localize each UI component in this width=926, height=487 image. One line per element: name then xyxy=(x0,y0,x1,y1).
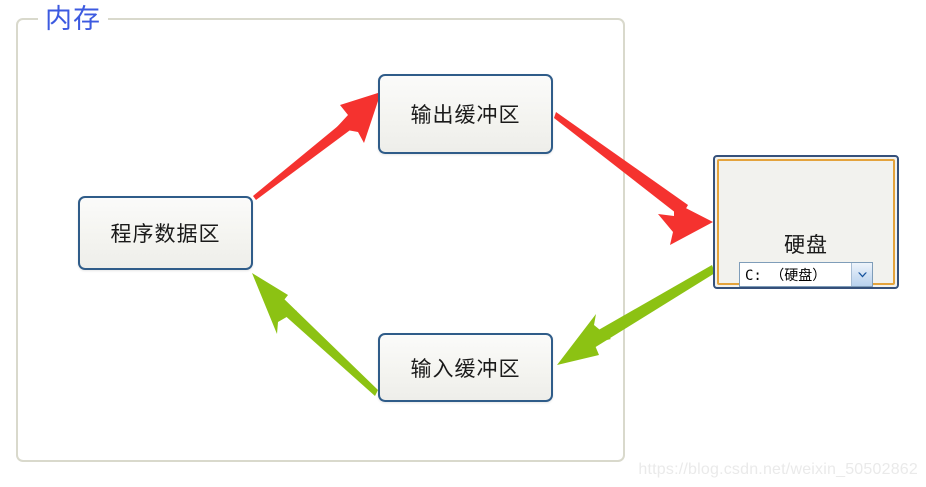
box-output-buffer-label: 输出缓冲区 xyxy=(410,104,521,127)
disk-panel-inner: 硬盘 C: （硬盘） xyxy=(717,159,895,287)
disk-panel-title: 硬盘 xyxy=(784,234,828,257)
watermark: https://blog.csdn.net/weixin_50502862 xyxy=(638,461,918,478)
memory-group-box: 内存 xyxy=(16,4,625,462)
disk-select[interactable]: C: （硬盘） xyxy=(739,262,873,287)
memory-group-title: 内存 xyxy=(38,4,108,34)
chevron-down-icon[interactable] xyxy=(851,263,872,286)
box-output-buffer[interactable]: 输出缓冲区 xyxy=(378,74,553,154)
disk-panel: 硬盘 C: （硬盘） xyxy=(713,155,899,289)
box-input-buffer-label: 输入缓冲区 xyxy=(410,357,521,381)
box-program-data-area[interactable]: 程序数据区 xyxy=(78,196,253,270)
box-program-data-area-label: 程序数据区 xyxy=(110,223,221,246)
disk-select-value: C: （硬盘） xyxy=(745,267,827,284)
box-input-buffer[interactable]: 输入缓冲区 xyxy=(378,333,553,402)
